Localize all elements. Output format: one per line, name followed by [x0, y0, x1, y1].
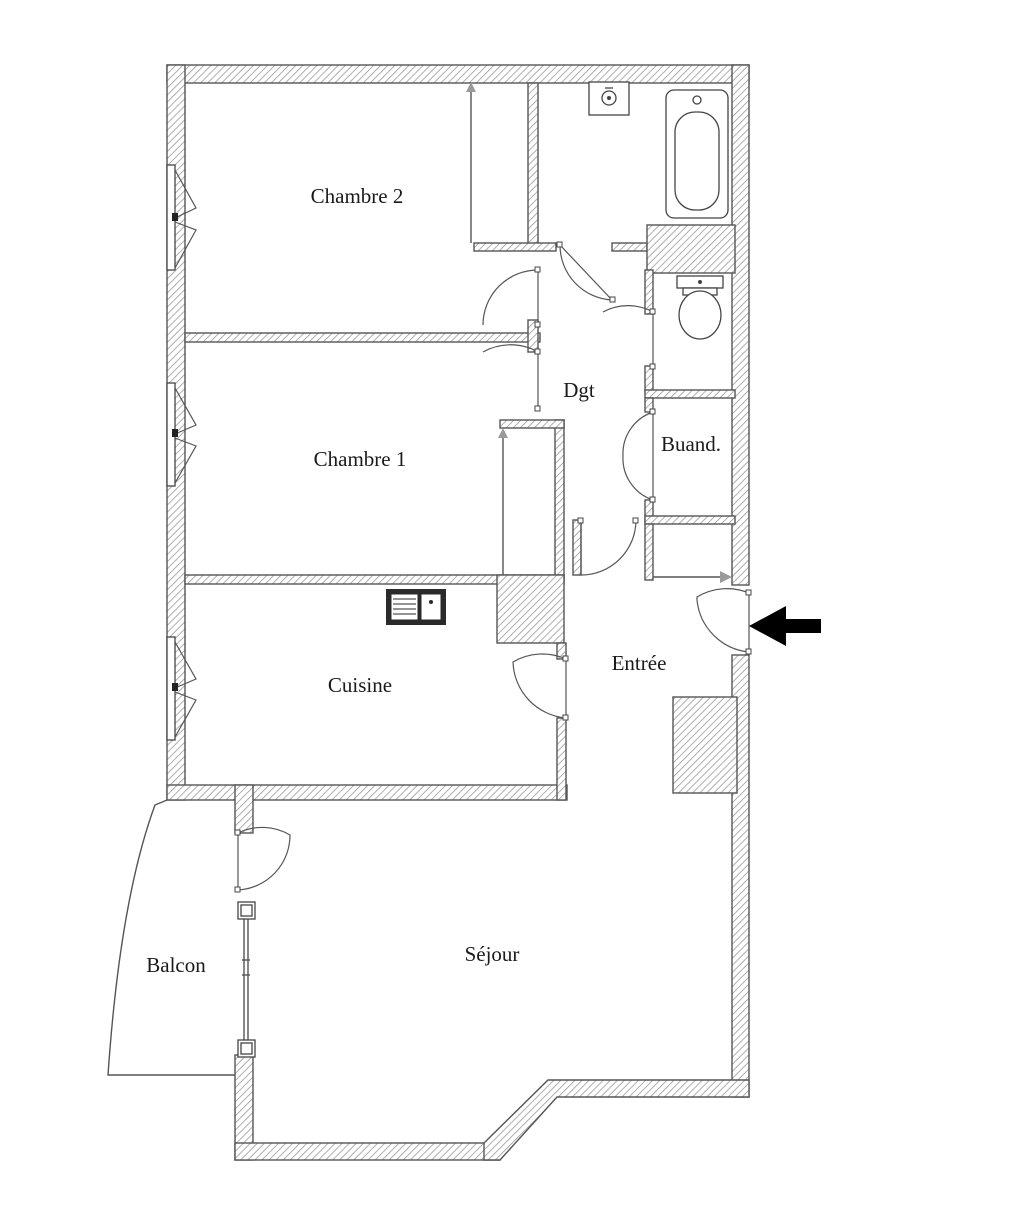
wall-cuisine-right-low	[556, 717, 567, 801]
wall-wc-left	[644, 269, 654, 315]
wall-cuisine-right	[556, 642, 567, 660]
wall-cuisine-pillar	[496, 574, 565, 644]
wall-wc-left-low	[644, 365, 654, 393]
toilet-icon	[676, 275, 724, 340]
wall-ch2-ch1	[184, 332, 541, 343]
door-dgt-closet	[580, 519, 637, 576]
wall-top	[166, 64, 750, 84]
label-entree: Entrée	[612, 651, 667, 675]
wall-buand-left	[644, 397, 654, 413]
door-bathroom	[559, 244, 613, 301]
arrow-right-icon	[720, 571, 732, 583]
wall-ch1-closet-top	[499, 419, 565, 429]
room-labels: Chambre 2 Chambre 1 Cuisine Dgt Buand. E…	[146, 184, 721, 977]
wall-bath-bottom	[611, 242, 648, 252]
label-cuisine: Cuisine	[328, 673, 392, 697]
entrance-arrow-icon	[749, 606, 821, 646]
kitchen-sink-icon	[386, 589, 446, 625]
window-chambre1	[166, 382, 197, 487]
washbasin-icon	[588, 81, 630, 116]
door-cuisine	[512, 653, 567, 719]
label-chambre2: Chambre 2	[311, 184, 404, 208]
wall-sejour-bottom	[234, 1142, 501, 1161]
wall-ch2-right	[527, 82, 539, 246]
door-chambre1	[482, 344, 539, 408]
bathtub-icon	[665, 89, 729, 219]
label-sejour: Séjour	[465, 942, 520, 966]
wall-bath-bottom-hatch	[646, 224, 736, 274]
label-chambre1: Chambre 1	[314, 447, 407, 471]
label-dgt: Dgt	[563, 378, 595, 402]
door-balcon	[237, 826, 291, 891]
windows	[166, 164, 197, 741]
door-chambre2	[482, 269, 539, 326]
window-cuisine	[166, 636, 197, 741]
wall-ch1-right	[554, 419, 565, 581]
arrow-up-icon	[466, 82, 476, 92]
wall-entree-block	[672, 696, 738, 794]
wall-ch2-right-low	[527, 319, 539, 353]
wall-kitchen-bottom	[166, 784, 568, 801]
doors	[234, 241, 752, 893]
partitions	[184, 82, 736, 801]
door-entrance	[696, 588, 750, 653]
wall-sejour-left-upper	[234, 784, 254, 834]
arrow-up-icon	[498, 428, 508, 438]
wall-right-upper	[731, 64, 750, 586]
door-buand	[622, 411, 654, 501]
wall-ch2-closet-bottom	[473, 242, 557, 252]
door-wc	[602, 305, 654, 366]
wall-dgt-stub	[572, 519, 582, 576]
wall-buand-bottom	[644, 515, 736, 525]
window-chambre2	[166, 164, 197, 271]
wall-closet-entree-left	[644, 523, 654, 581]
label-balcon: Balcon	[146, 953, 206, 977]
wall-wc-bottom	[644, 389, 736, 399]
closet-arrows	[466, 82, 732, 583]
balcony	[107, 799, 256, 1076]
outer-walls	[166, 64, 750, 1161]
label-buand: Buand.	[661, 432, 721, 456]
wall-sejour-diagonal	[483, 1079, 750, 1161]
